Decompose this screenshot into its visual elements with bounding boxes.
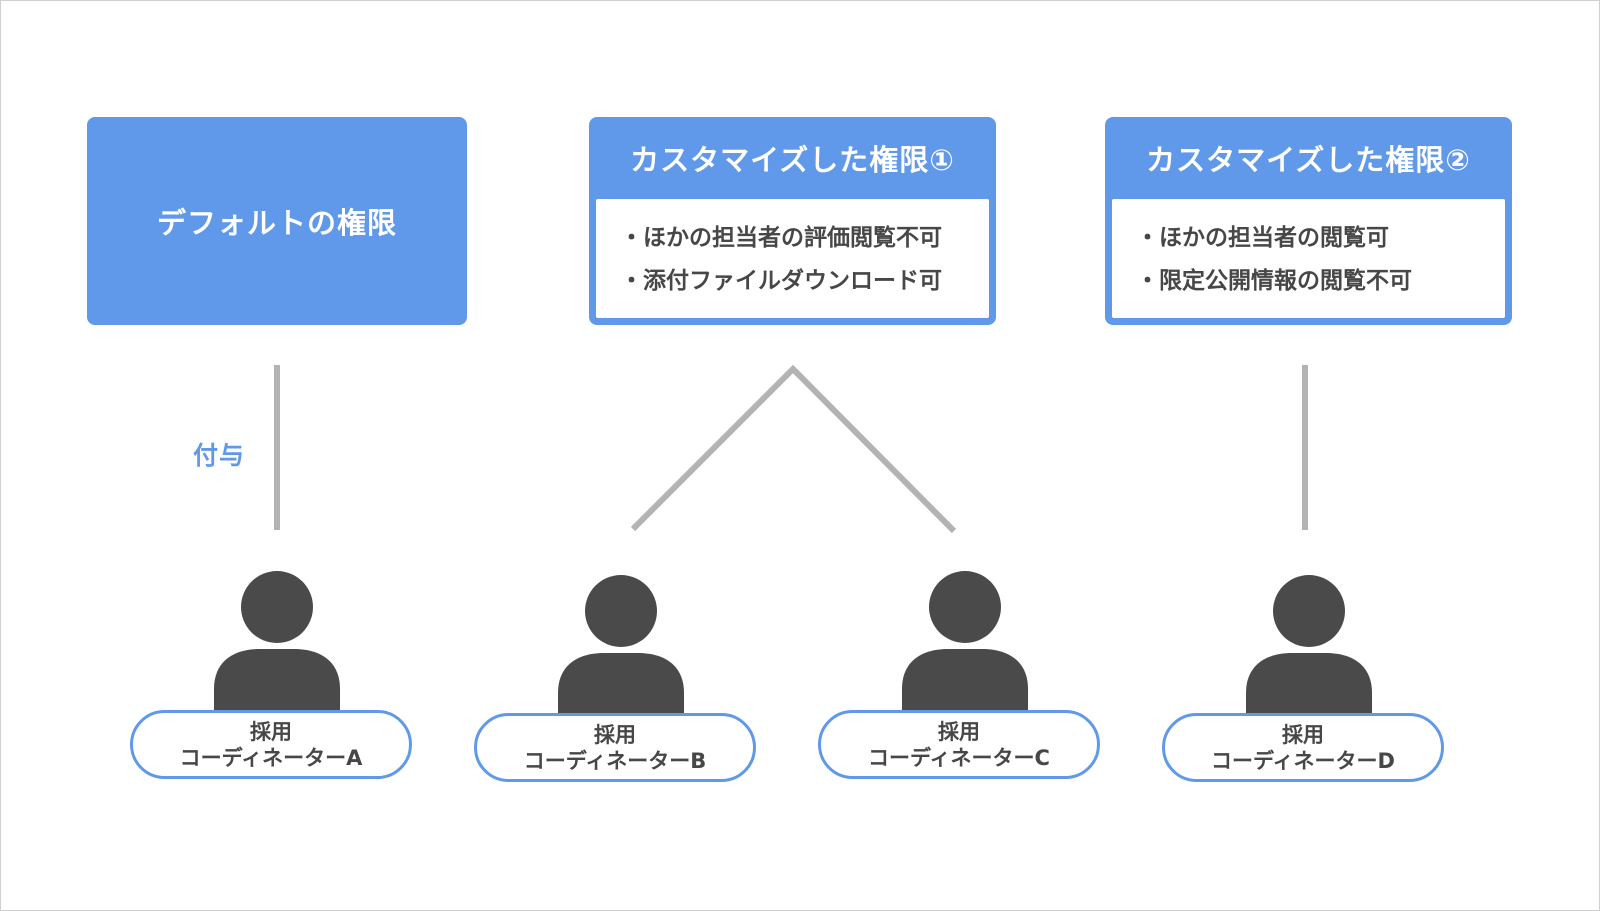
user-role: 採用 <box>250 719 292 744</box>
user-role: 採用 <box>938 719 980 744</box>
user-label-c: 採用 コーディネーターC <box>818 710 1100 779</box>
person-icon <box>556 575 686 725</box>
person-icon <box>212 571 342 721</box>
custom-permission-1-item: ・添付ファイルダウンロード可 <box>620 268 942 294</box>
person-icon <box>1244 575 1374 725</box>
custom-permission-1-body: ・ほかの担当者の評価閲覧不可 ・添付ファイルダウンロード可 <box>596 199 989 318</box>
default-permission-title: デフォルトの権限 <box>156 206 397 240</box>
custom-permission-2-box: カスタマイズした権限② ・ほかの担当者の閲覧可 ・限定公開情報の閲覧不可 <box>1105 117 1512 325</box>
grant-label: 付与 <box>193 441 246 470</box>
user-label-b: 採用 コーディネーターB <box>474 713 756 782</box>
custom-permission-1-item: ・ほかの担当者の評価閲覧不可 <box>620 225 942 251</box>
user-name: コーディネーターD <box>1211 748 1395 773</box>
user-label-a: 採用 コーディネーターA <box>130 710 412 779</box>
user-role: 採用 <box>1282 722 1324 747</box>
user-name: コーディネーターA <box>179 745 363 770</box>
custom-permission-2-body: ・ほかの担当者の閲覧可 ・限定公開情報の閲覧不可 <box>1112 199 1505 318</box>
user-name: コーディネーターC <box>868 745 1050 770</box>
custom-permission-2-title: カスタマイズした権限② <box>1146 143 1471 177</box>
custom-permission-2-item: ・限定公開情報の閲覧不可 <box>1136 268 1412 294</box>
user-label-d: 採用 コーディネーターD <box>1162 713 1444 782</box>
default-permission-box: デフォルトの権限 <box>87 117 467 325</box>
custom-permission-1-title: カスタマイズした権限① <box>630 143 955 177</box>
person-icon <box>900 571 1030 721</box>
connector-line-bc <box>630 364 957 534</box>
custom-permission-1-box: カスタマイズした権限① ・ほかの担当者の評価閲覧不可 ・添付ファイルダウンロード… <box>589 117 996 325</box>
user-name: コーディネーターB <box>523 748 707 773</box>
custom-permission-2-item: ・ほかの担当者の閲覧可 <box>1136 225 1389 251</box>
user-role: 採用 <box>594 722 636 747</box>
